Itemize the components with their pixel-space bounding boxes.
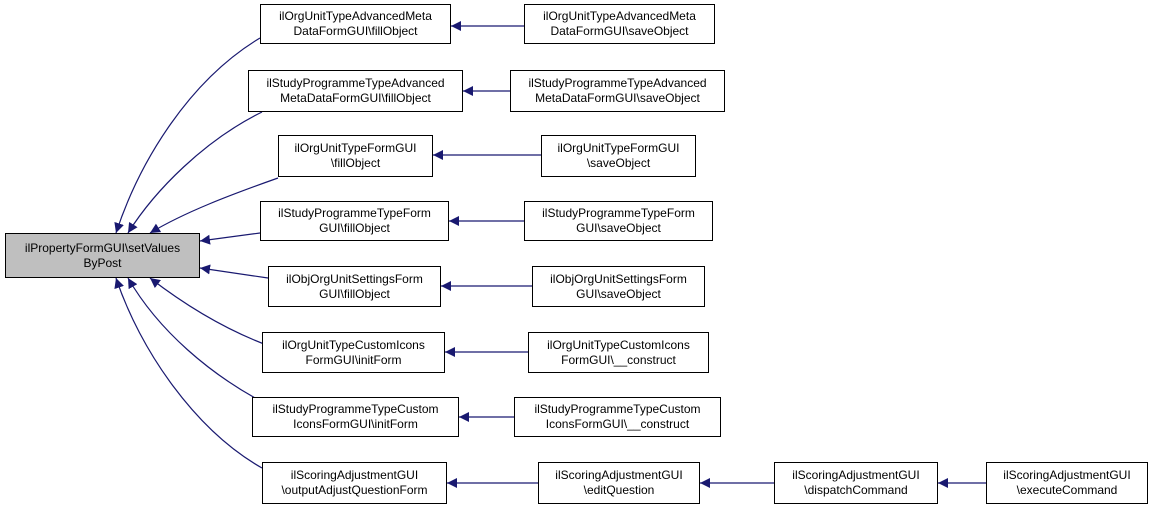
node-label-line2: FormGUI\initForm [305,352,402,367]
node-label-line1: ilStudyProgrammeTypeAdvanced [266,76,445,90]
node-label-line2: MetaDataFormGUI\fillObject [280,91,431,105]
node-label-line2: GUI\saveObject [576,286,661,301]
node-orgunit-advmeta-saveobject[interactable]: ilOrgUnitTypeAdvancedMeta DataFormGUI\sa… [524,4,715,44]
node-label-line1: ilScoringAdjustmentGUI [792,468,920,482]
node-label-line2: IconsFormGUI\__construct [545,417,690,431]
node-scoring-executecommand[interactable]: ilScoringAdjustmentGUI \executeCommand [986,462,1148,504]
node-orgunit-customicons-construct[interactable]: ilOrgUnitTypeCustomIcons FormGUI\__const… [528,332,709,373]
node-label-line2: IconsFormGUI\initForm [293,417,418,431]
node-orgunit-typeform-saveobject[interactable]: ilOrgUnitTypeFormGUI \saveObject [541,135,696,177]
edge-n8a-root [114,277,263,469]
node-label-line1: ilOrgUnitTypeCustomIcons [547,337,690,352]
node-label-line1: ilOrgUnitTypeFormGUI [557,141,680,155]
node-label-line1: ilStudyProgrammeTypeAdvanced [528,76,707,90]
node-label-line1: ilStudyProgrammeTypeCustom [272,402,439,416]
node-label-line1: ilScoringAdjustmentGUI [290,468,419,482]
node-studyprog-advmeta-saveobject[interactable]: ilStudyProgrammeTypeAdvanced MetaDataFor… [510,70,725,112]
edge-n2a-root [127,111,263,234]
edge-n3a-root [149,177,279,234]
root-node-setvaluesbypost: ilPropertyFormGUI\setValues ByPost [5,233,200,278]
edge-n4a-root [199,232,261,245]
node-scoring-outputadjust[interactable]: ilScoringAdjustmentGUI \outputAdjustQues… [262,462,447,504]
node-studyprog-typeform-fillobject[interactable]: ilStudyProgrammeTypeForm GUI\fillObject [260,201,449,241]
node-label-line2: ByPost [83,255,122,270]
node-label-line2: GUI\saveObject [576,221,661,235]
edge-n1a-root [114,37,261,234]
node-objorgunit-settings-fillobject[interactable]: ilObjOrgUnitSettingsForm GUI\fillObject [268,266,441,307]
node-objorgunit-settings-saveobject[interactable]: ilObjOrgUnitSettingsForm GUI\saveObject [532,266,705,307]
node-label-line1: ilOrgUnitTypeFormGUI [294,141,417,155]
node-label-line2: \outputAdjustQuestionForm [281,483,428,497]
edge-n7a-root [127,277,269,406]
node-label-line1: ilOrgUnitTypeAdvancedMeta [279,9,432,23]
node-studyprog-customicons-construct[interactable]: ilStudyProgrammeTypeCustom IconsFormGUI\… [514,397,721,437]
node-orgunit-typeform-fillobject[interactable]: ilOrgUnitTypeFormGUI \fillObject [278,135,433,177]
node-label-line2: GUI\fillObject [319,221,390,235]
node-label-line1: ilScoringAdjustmentGUI [1003,468,1131,482]
node-label-line2: \saveObject [586,156,651,170]
node-label-line2: MetaDataFormGUI\saveObject [535,91,700,105]
edge-n5a-root [199,264,269,279]
node-label-line1: ilObjOrgUnitSettingsForm [550,271,687,286]
node-studyprog-customicons-initform[interactable]: ilStudyProgrammeTypeCustom IconsFormGUI\… [252,397,459,437]
node-orgunit-customicons-initform[interactable]: ilOrgUnitTypeCustomIcons FormGUI\initFor… [262,332,445,373]
node-label-line2: DataFormGUI\fillObject [293,24,418,38]
node-label-line1: ilOrgUnitTypeCustomIcons [282,337,425,352]
node-studyprog-typeform-saveobject[interactable]: ilStudyProgrammeTypeForm GUI\saveObject [524,201,713,241]
node-label-line1: ilStudyProgrammeTypeForm [278,206,431,220]
node-label-line2: GUI\fillObject [319,286,390,301]
node-label-line2: \fillObject [330,156,381,170]
node-studyprog-advmeta-fillobject[interactable]: ilStudyProgrammeTypeAdvanced MetaDataFor… [248,70,463,112]
node-label-line2: \editQuestion [583,483,655,497]
node-label-line1: ilPropertyFormGUI\setValues [24,240,181,255]
node-label-line1: ilScoringAdjustmentGUI [555,468,683,482]
node-orgunit-advmeta-fillobject[interactable]: ilOrgUnitTypeAdvancedMeta DataFormGUI\fi… [260,4,451,44]
node-label-line2: \dispatchCommand [804,483,908,497]
node-scoring-dispatchcommand[interactable]: ilScoringAdjustmentGUI \dispatchCommand [774,462,938,504]
node-label-line2: DataFormGUI\saveObject [550,24,689,38]
node-label-line1: ilStudyProgrammeTypeCustom [534,402,701,416]
node-label-line1: ilOrgUnitTypeAdvancedMeta [543,9,696,23]
node-label-line1: ilObjOrgUnitSettingsForm [286,271,423,286]
node-scoring-editquestion[interactable]: ilScoringAdjustmentGUI \editQuestion [538,462,700,504]
node-label-line2: FormGUI\__construct [561,352,676,367]
edge-n6a-root [149,277,273,348]
node-label-line1: ilStudyProgrammeTypeForm [542,206,695,220]
node-label-line2: \executeCommand [1016,483,1118,497]
